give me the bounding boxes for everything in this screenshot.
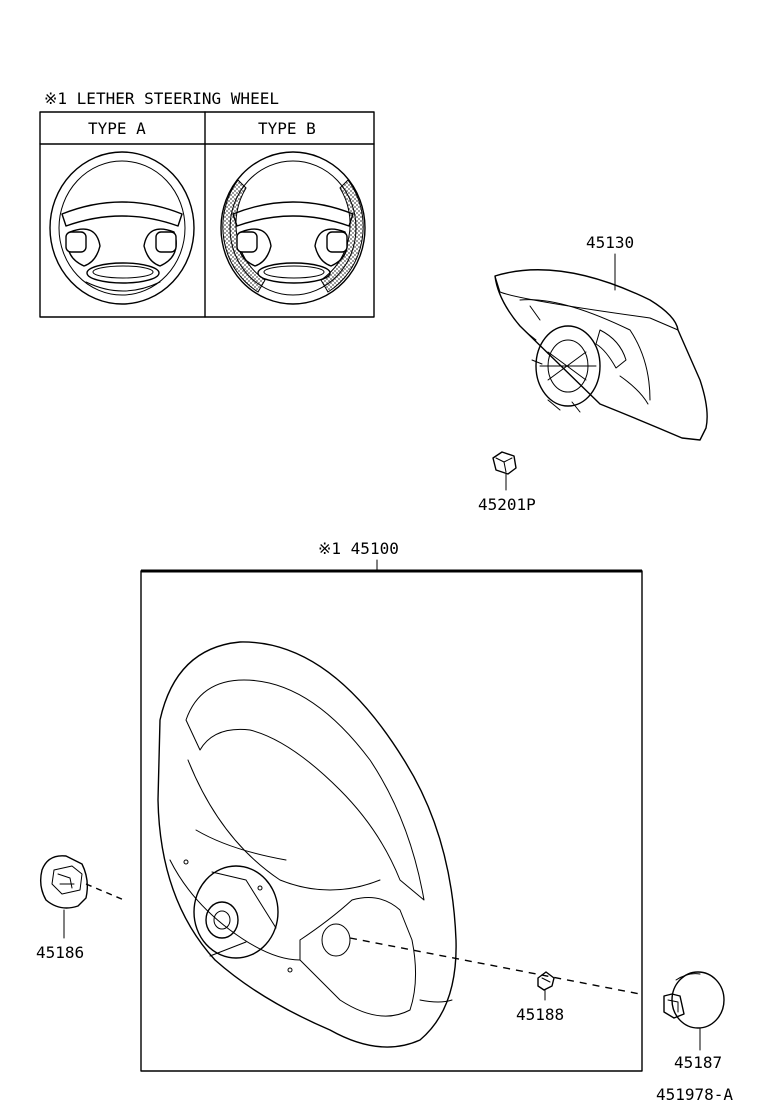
part-45100-box (140, 570, 643, 1072)
cover-right-illustration (663, 971, 725, 1029)
part-45201p-label: 45201P (478, 495, 536, 514)
type-a-label: TYPE A (88, 119, 146, 138)
nut-illustration (492, 451, 517, 475)
part-45188-label: 45188 (516, 1005, 564, 1024)
figure-id: 451978-A (656, 1085, 733, 1104)
steering-wheel-illustration (157, 641, 457, 1048)
part-45186-label: 45186 (36, 943, 84, 962)
airbag-pad-illustration (494, 269, 708, 441)
legend-title: ※1 LETHER STEERING WHEEL (44, 89, 279, 108)
type-b-label: TYPE B (258, 119, 316, 138)
part-45130-label: 45130 (586, 233, 634, 252)
cover-left-dash (85, 883, 125, 901)
screw-illustration (537, 971, 555, 991)
part-45187-label: 45187 (674, 1053, 722, 1072)
screw-axis-dash (349, 937, 641, 995)
type-b-wheel-illustration (220, 151, 366, 305)
part-45100-label: ※1 45100 (318, 539, 399, 558)
cover-left-illustration (39, 855, 89, 909)
type-a-wheel-illustration (49, 151, 195, 305)
legend-table (39, 111, 375, 318)
